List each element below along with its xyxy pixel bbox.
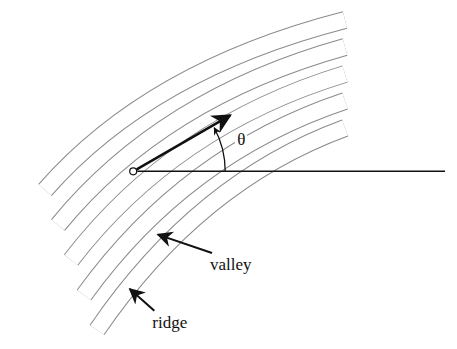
leader-arrow xyxy=(158,235,212,253)
angle-arc xyxy=(214,128,225,172)
orientation-arrow xyxy=(137,115,231,169)
ridge-label: ridge xyxy=(150,314,189,333)
minutia-point xyxy=(130,168,137,175)
ridge-outline xyxy=(97,128,345,330)
angle-symbol: θ xyxy=(235,131,247,150)
reference-line xyxy=(137,171,445,173)
leader-arrow xyxy=(130,289,154,311)
valley-label: valley xyxy=(208,256,254,275)
ridge-fill xyxy=(97,128,345,330)
